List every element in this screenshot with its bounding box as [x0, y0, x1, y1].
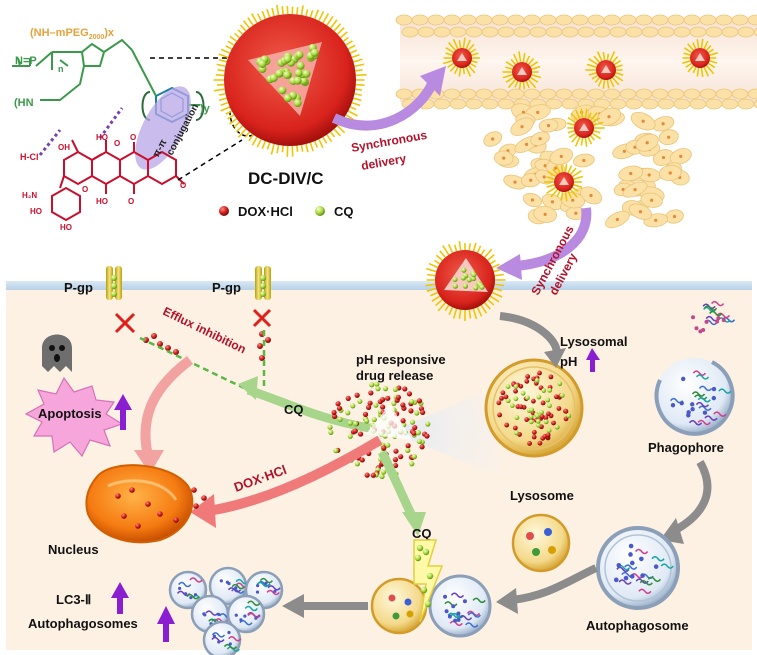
svg-text:H₂N: H₂N — [22, 191, 37, 200]
svg-text:HO: HO — [96, 197, 108, 206]
autophagosomes-up-arrow — [157, 606, 175, 642]
legend-cq-label: CQ — [334, 204, 354, 219]
svg-text:)y: )y — [200, 103, 211, 115]
autophagosomes-label: Autophagosomes — [28, 616, 138, 631]
fusion-autophagosome — [428, 574, 492, 638]
lc3-up-arrow — [111, 582, 129, 614]
legend-dox-label: DOX·HCl — [238, 204, 293, 219]
blood-vessel — [395, 14, 757, 110]
ghost-icon — [42, 334, 72, 372]
svg-text:O: O — [114, 139, 120, 148]
fusion-lysosome — [370, 577, 428, 635]
svg-text:O: O — [130, 133, 136, 142]
svg-text:OH: OH — [58, 143, 70, 152]
lysosomal-label: Lysosomal — [560, 334, 627, 349]
entering-nanoparticle — [425, 240, 506, 321]
cq-arrow-label: CQ — [284, 402, 304, 417]
svg-text:(NH–mPEG2000)x: (NH–mPEG2000)x — [30, 27, 115, 41]
svg-text:N=P: N=P — [15, 55, 37, 67]
drug-release-burst — [327, 381, 431, 480]
svg-text:delivery: delivery — [360, 151, 407, 173]
lysosome-label: Lysosome — [510, 488, 574, 503]
autophagosome-label: Autophagosome — [586, 618, 689, 633]
svg-text:H-Cl: H-Cl — [20, 152, 39, 162]
nanoparticle-label: DC-DIV/C — [248, 169, 324, 188]
loaded-lysosome — [484, 358, 584, 458]
legend-dox-marker — [219, 206, 229, 216]
ph-release-label-2: drug release — [356, 368, 433, 383]
pgp-label-2: P-gp — [212, 280, 241, 295]
apoptosis-label: Apoptosis — [38, 406, 102, 421]
tumor-tissue-cells — [483, 103, 692, 229]
svg-text:HO: HO — [30, 207, 42, 216]
nanoparticle — [213, 4, 367, 157]
phagophore — [654, 358, 735, 436]
ph-up-arrow — [586, 348, 600, 372]
cell-membrane — [6, 281, 752, 290]
phagophore-label: Phagophore — [648, 440, 724, 455]
nucleus-label: Nucleus — [48, 542, 99, 557]
cq-lightning — [413, 539, 444, 623]
autophagosome — [596, 526, 680, 610]
delivery-arrow-2 — [515, 207, 592, 271]
accumulated-autophagosomes — [168, 566, 284, 655]
blocked-x-2 — [252, 308, 272, 328]
svg-text:HO: HO — [60, 223, 72, 232]
dox-arrow — [213, 435, 383, 515]
apoptosis-burst — [24, 376, 124, 458]
lysosomal-ph-label: pH — [560, 354, 577, 369]
svg-text:O: O — [82, 185, 88, 194]
lysosome — [511, 513, 571, 573]
lc3-label: LC3-Ⅱ — [56, 592, 91, 607]
pgp-label-1: P-gp — [64, 280, 93, 295]
delivery-arrow-1 — [331, 81, 437, 131]
svg-text:HO: HO — [96, 133, 108, 142]
nucleus — [85, 464, 207, 544]
pgp-pump-1 — [106, 266, 122, 300]
svg-text:n: n — [58, 64, 64, 74]
legend: DOX·HCl CQ — [219, 204, 354, 219]
svg-text:O: O — [128, 197, 134, 206]
legend-cq-marker — [315, 206, 325, 216]
blocked-x-1 — [114, 312, 136, 334]
svg-text:(HN: (HN — [14, 97, 34, 109]
pi-conjugation-highlight — [135, 86, 191, 170]
ph-release-label-1: pH responsive — [356, 352, 446, 367]
apoptosis-up-arrow — [114, 394, 132, 430]
cytoplasmic-cargo — [691, 300, 736, 334]
release-cone — [390, 390, 500, 476]
cq-block-label: CQ — [412, 526, 432, 541]
svg-text:O: O — [180, 181, 186, 190]
svg-text:Synchronous: Synchronous — [350, 128, 428, 155]
pgp-pump-2 — [255, 266, 271, 300]
